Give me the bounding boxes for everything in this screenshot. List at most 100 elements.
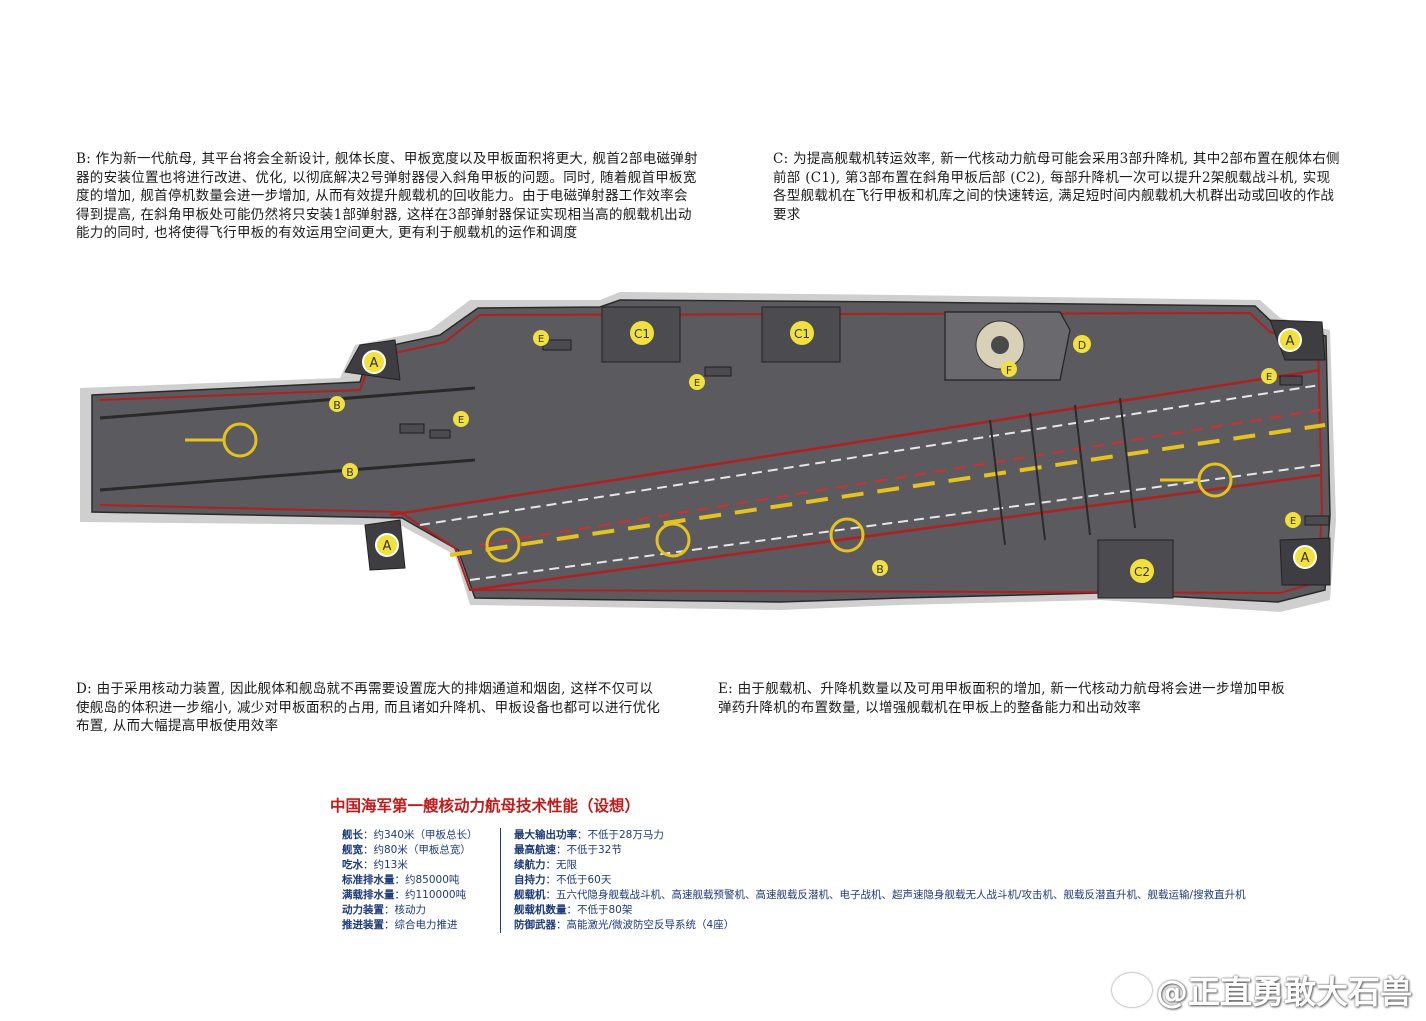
arrestor-wire — [1029, 412, 1046, 541]
catapult-track-2 — [99, 458, 476, 492]
label-c2-text: C2 — [1134, 565, 1150, 579]
label-c1-text: C1 — [794, 327, 810, 341]
spec-value: 五六代隐身舰载战斗机、高速舰载预警机、高速舰载反潜机、电子战机、超声速隐身舰载无… — [556, 889, 1246, 901]
spec-key: 续航力 — [514, 859, 546, 871]
spec-value: 综合电力推进 — [394, 919, 458, 931]
spec-key: 自持力 — [514, 874, 546, 886]
angled-deck-boundary-top — [389, 368, 1321, 517]
spec-title: 中国海军第一艘核动力航母技术性能（设想） — [330, 797, 641, 815]
diagram-labels: A A A A B B B C1 C1 C2 D F E E E E E — [329, 321, 1317, 583]
spec-value: 约85000吨 — [405, 874, 460, 886]
label-f-text: F — [1006, 364, 1012, 377]
spec-row: 推进装置：综合电力推进 — [342, 919, 458, 931]
spec-right-column: 最大输出功率：不低于28万马力最高航速：不低于32节续航力：无限自持力：不低于6… — [514, 828, 1394, 933]
deck-hatch — [1279, 375, 1303, 386]
spec-key: 防御武器 — [514, 919, 556, 931]
label-a-text: A — [1286, 334, 1295, 349]
spec-row: 防御武器：高能激光/微波防空反导系统（4座） — [514, 919, 735, 931]
spec-key: 舰长 — [342, 829, 363, 841]
carrier-deck-diagram: A A A A B B B C1 C1 C2 D F E E E E E — [80, 292, 1336, 612]
label-e-text: E — [458, 415, 464, 426]
spec-key: 舰载机数量 — [514, 904, 567, 916]
spec-key: 舰载机 — [514, 889, 546, 901]
label-e-2: E — [689, 374, 705, 390]
deck-hatches — [399, 339, 1330, 526]
spec-value: 无限 — [556, 859, 577, 871]
label-e-text: E — [694, 378, 700, 389]
angled-deck-dashed-top — [419, 384, 1321, 526]
label-d-text: D — [1078, 339, 1086, 352]
weibo-icon — [1111, 973, 1152, 1007]
label-c1-2: C1 — [790, 321, 814, 345]
spec-value: 不低于28万马力 — [587, 829, 664, 841]
label-e-text: E — [538, 334, 544, 345]
angled-deck-red-dash — [479, 409, 1321, 546]
label-b-text: B — [333, 399, 341, 412]
spec-row: 舰载机数量：不低于80架 — [514, 904, 633, 916]
label-c1-text: C1 — [634, 327, 650, 341]
label-e-5: E — [1285, 512, 1301, 528]
note-e: E: 由于舰载机、升降机数量以及可用甲板面积的增加, 新一代核动力航母将会进一步… — [718, 681, 1285, 716]
deck-hatch — [429, 429, 451, 439]
spec-row: 标准排水量：约85000吨 — [342, 874, 460, 886]
arrestor-wires — [989, 397, 1136, 546]
spec-key: 推进装置 — [342, 919, 384, 931]
angled-deck-boundary-bottom — [469, 473, 1321, 592]
note-d: D: 由于采用核动力装置, 因此舰体和舰岛就不再需要设置庞大的排烟通道和烟囱, … — [76, 681, 661, 734]
label-a-1: A — [362, 350, 386, 374]
label-e-text: E — [1266, 372, 1272, 383]
spec-value: 约340米（甲板总长） — [373, 829, 478, 841]
spec-value: 核动力 — [394, 904, 427, 916]
spec-value: 不低于80架 — [577, 904, 633, 916]
label-a-2: A — [1278, 328, 1302, 352]
spec-row: 舰载机：五六代隐身舰载战斗机、高速舰载预警机、高速舰载反潜机、电子战机、超声速隐… — [514, 889, 1246, 901]
label-e-3: E — [453, 411, 469, 427]
spec-row: 续航力：无限 — [514, 859, 577, 871]
label-b-2: B — [342, 463, 358, 479]
label-e-text: E — [1290, 516, 1296, 527]
spec-row: 舰长：约340米（甲板总长） — [342, 829, 478, 841]
label-d: D — [1073, 335, 1091, 353]
spec-key: 最高航速 — [514, 844, 556, 856]
spec-row: 吃水：约13米 — [342, 859, 408, 871]
angled-deck-centerline — [449, 423, 1326, 557]
arrestor-wire — [1074, 404, 1091, 536]
label-c2: C2 — [1130, 559, 1154, 583]
spec-value: 约13米 — [373, 859, 408, 871]
label-a-4: A — [1293, 545, 1317, 569]
label-e-1: E — [533, 330, 549, 346]
spec-divider — [500, 828, 501, 933]
landing-spots — [222, 422, 1233, 563]
watermark: @正直勇敢大石兽 — [1111, 967, 1412, 1013]
landing-spot — [829, 517, 865, 553]
deck-hatch — [1304, 515, 1330, 526]
spec-value: 不低于32节 — [566, 844, 622, 856]
spec-key: 吃水 — [342, 859, 363, 871]
label-a-text: A — [370, 356, 379, 371]
spec-row: 满载排水量：约110000吨 — [342, 889, 467, 901]
spec-row: 动力装置：核动力 — [342, 904, 427, 916]
spec-value: 高能激光/微波防空反导系统（4座） — [566, 919, 735, 931]
spec-key: 最大输出功率 — [514, 829, 577, 841]
catapult-track-1 — [99, 386, 476, 420]
arrestor-wire — [989, 419, 1006, 546]
deck-hatch — [399, 423, 425, 434]
spec-value: 不低于60天 — [556, 874, 612, 886]
spec-key: 舰宽 — [342, 844, 363, 856]
spec-key: 动力装置 — [342, 904, 384, 916]
label-c1-1: C1 — [630, 321, 654, 345]
spec-value: 约80米（甲板总宽） — [373, 844, 471, 856]
spec-left-column: 舰长：约340米（甲板总长）舰宽：约80米（甲板总宽）吃水：约13米标准排水量：… — [342, 828, 492, 933]
arrestor-wire — [1119, 397, 1136, 529]
spec-row: 最高航速：不低于32节 — [514, 844, 622, 856]
label-b-3: B — [872, 560, 888, 576]
spec-key: 标准排水量 — [342, 874, 395, 886]
spec-row: 自持力：不低于60天 — [514, 874, 612, 886]
label-a-text: A — [383, 539, 392, 554]
label-a-text: A — [1301, 551, 1310, 566]
label-f: F — [1001, 361, 1017, 377]
note-b: B: 作为新一代航母, 其平台将会全新设计, 舰体长度、甲板宽度以及甲板面积将更… — [76, 151, 698, 241]
spec-row: 最大输出功率：不低于28万马力 — [514, 829, 664, 841]
watermark-text: @正直勇敢大石兽 — [1155, 973, 1412, 1011]
label-b-text: B — [346, 466, 354, 479]
